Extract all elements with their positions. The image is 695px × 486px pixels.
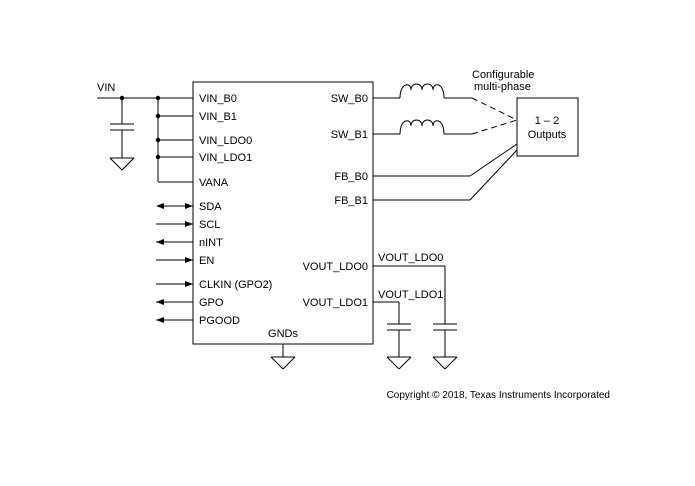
vin-label: VIN [97, 82, 115, 94]
clkin-input-arrow [156, 281, 193, 287]
ground-icon [386, 356, 412, 370]
pin-vout-ldo0: VOUT_LDO0 [303, 261, 368, 273]
nint-output-arrow [156, 239, 193, 245]
pin-sw-b0: SW_B0 [331, 93, 368, 105]
multiphase-note-line2: multi-phase [474, 81, 531, 93]
pin-fb-b0: FB_B0 [334, 171, 368, 183]
pin-pgood: PGOOD [199, 315, 240, 327]
input-capacitor [110, 98, 134, 158]
sda-bidirectional-arrow [156, 203, 193, 209]
pin-vin-b1: VIN_B1 [199, 111, 237, 123]
ldo0-output-capacitor [373, 265, 457, 357]
pin-en: EN [199, 255, 214, 267]
ground-icon [270, 356, 296, 370]
pin-sda: SDA [199, 201, 222, 213]
outputs-box-count: 1 – 2 [535, 115, 559, 127]
pin-sw-b1: SW_B1 [331, 129, 368, 141]
net-label-vout-ldo0: VOUT_LDO0 [378, 252, 443, 264]
pin-scl: SCL [199, 219, 220, 231]
pin-nint: nINT [199, 237, 223, 249]
vin-junction-dot [155, 154, 161, 160]
en-input-arrow [156, 257, 193, 263]
pin-clkin: CLKIN (GPO2) [199, 279, 272, 291]
pgood-output-arrow [156, 317, 193, 323]
pin-fb-b1: FB_B1 [334, 195, 368, 207]
pin-vin-ldo1: VIN_LDO1 [199, 152, 252, 164]
ground-icon [432, 356, 458, 370]
pin-vana: VANA [199, 177, 229, 189]
pin-vout-ldo1: VOUT_LDO1 [303, 297, 368, 309]
pin-gpo: GPO [199, 297, 224, 309]
net-label-vout-ldo1: VOUT_LDO1 [378, 289, 443, 301]
copyright-notice: Copyright © 2018, Texas Instruments Inco… [387, 390, 610, 401]
ldo1-output-capacitor [373, 301, 411, 357]
vin-junction-dot [155, 113, 161, 119]
pin-gnds: GNDs [268, 328, 298, 340]
outputs-box-label: Outputs [528, 129, 567, 141]
ground-icon [109, 157, 135, 171]
outputs-box [516, 97, 579, 157]
vin-junction-dot [155, 137, 161, 143]
inductor-sw-b1 [373, 119, 518, 135]
gpo-output-arrow [156, 299, 193, 305]
fb-b1-feedback-line [373, 149, 518, 201]
inductor-sw-b0 [373, 83, 518, 121]
pin-vin-b0: VIN_B0 [199, 93, 237, 105]
pin-vin-ldo0: VIN_LDO0 [199, 135, 252, 147]
scl-input-arrow [156, 221, 193, 227]
fb-b0-feedback-line [373, 143, 518, 177]
multiphase-note-line1: Configurable [472, 69, 534, 81]
